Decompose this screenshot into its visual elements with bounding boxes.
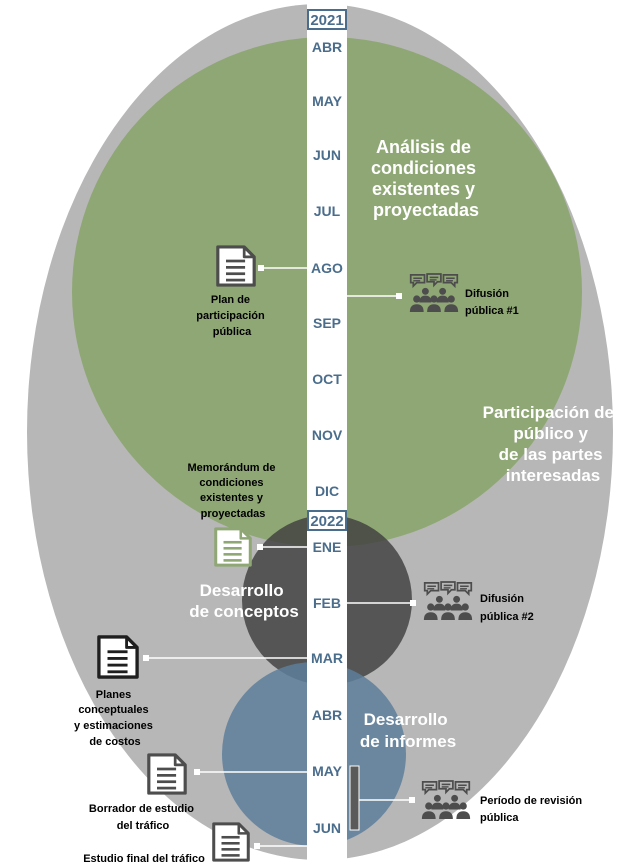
svg-text:2021: 2021	[310, 12, 343, 29]
month-label: MAY	[312, 93, 342, 109]
month-label: SEP	[313, 315, 341, 331]
month-label: FEB	[313, 595, 341, 611]
month-label: ABR	[312, 707, 342, 723]
month-label: JUN	[313, 820, 341, 836]
plans-label: Planes conceptuales y estimaciones de co…	[74, 689, 156, 748]
month-label: DIC	[315, 483, 339, 499]
memo-document-icon	[214, 527, 252, 567]
reports-label: Desarrollo de informes	[360, 710, 456, 751]
month-label: MAR	[311, 650, 343, 666]
month-label: AGO	[311, 260, 343, 276]
month-label: NOV	[312, 427, 343, 443]
difusion-2-label: Difusión pública #2	[480, 593, 534, 623]
review-period-label: Período de revisión pública	[480, 795, 585, 824]
timeline-bar	[307, 0, 347, 866]
final-document-icon	[212, 822, 250, 862]
month-labels: ABR MAY JUN JUL AGO SEP OCT NOV DIC ENE …	[311, 39, 343, 836]
memo-label: Memorándum de condiciones existentes y p…	[187, 462, 278, 520]
plan-document-icon	[216, 245, 256, 287]
plans-document-icon	[97, 635, 139, 679]
draft-label: Borrador de estudio del tráfico	[89, 803, 197, 832]
svg-text:2022: 2022	[310, 513, 343, 530]
month-label: MAY	[312, 763, 342, 779]
month-label: OCT	[312, 371, 342, 387]
year-2021-badge: 2021	[307, 9, 347, 30]
month-label: JUL	[314, 203, 341, 219]
concepts-label: Desarrollo de conceptos	[189, 581, 299, 621]
review-period-bar	[349, 765, 360, 831]
year-2022-badge: 2022	[307, 510, 347, 531]
difusion-1-label: Difusión pública #1	[465, 288, 519, 317]
analysis-label: Análisis de condiciones existentes y pro…	[371, 137, 481, 220]
final-label: Estudio final del tráfico	[83, 853, 205, 865]
month-label: JUN	[313, 147, 341, 163]
month-label: ABR	[312, 39, 342, 55]
month-label: ENE	[313, 539, 342, 555]
plan-label: Plan de participación pública	[196, 294, 268, 338]
draft-document-icon	[147, 753, 187, 795]
participation-label: Participación del público y de las parte…	[483, 403, 624, 485]
